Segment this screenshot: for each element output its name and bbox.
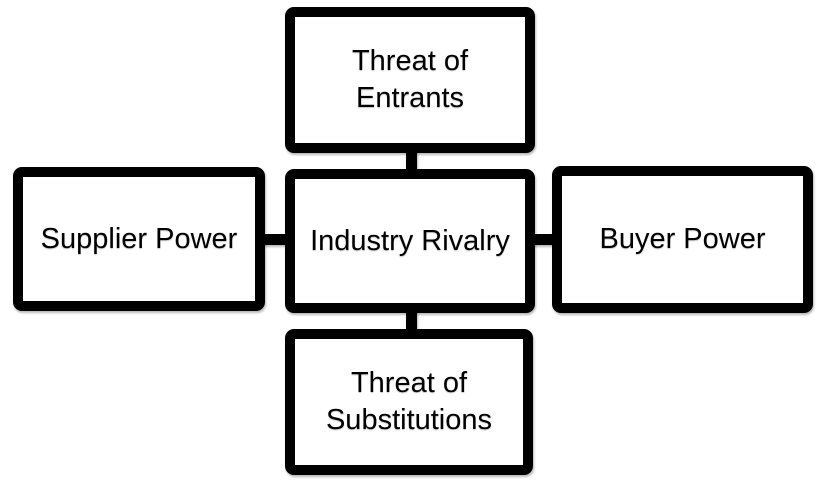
node-buyer-power-label: Buyer Power [599, 223, 766, 255]
node-buyer-power: Buyer Power [552, 166, 813, 313]
connector-entrants-rivalry [406, 150, 417, 172]
node-supplier-power-label: Supplier Power [40, 222, 238, 255]
node-industry-rivalry: Industry Rivalry [285, 169, 535, 313]
connector-rivalry-substitutions [406, 310, 417, 332]
node-industry-rivalry-label: Industry Rivalry [310, 224, 510, 257]
node-supplier-power: Supplier Power [13, 167, 265, 311]
node-threat-of-entrants: Threat of Entrants [285, 7, 535, 153]
node-threat-of-substitutions: Threat of Substitutions [285, 329, 533, 475]
connector-rivalry-buyer [532, 234, 558, 245]
connector-supplier-rivalry [262, 234, 288, 245]
node-threat-of-entrants-label: Threat of Entrants [351, 45, 469, 114]
node-threat-of-substitutions-label: Threat of Substitutions [325, 367, 493, 436]
